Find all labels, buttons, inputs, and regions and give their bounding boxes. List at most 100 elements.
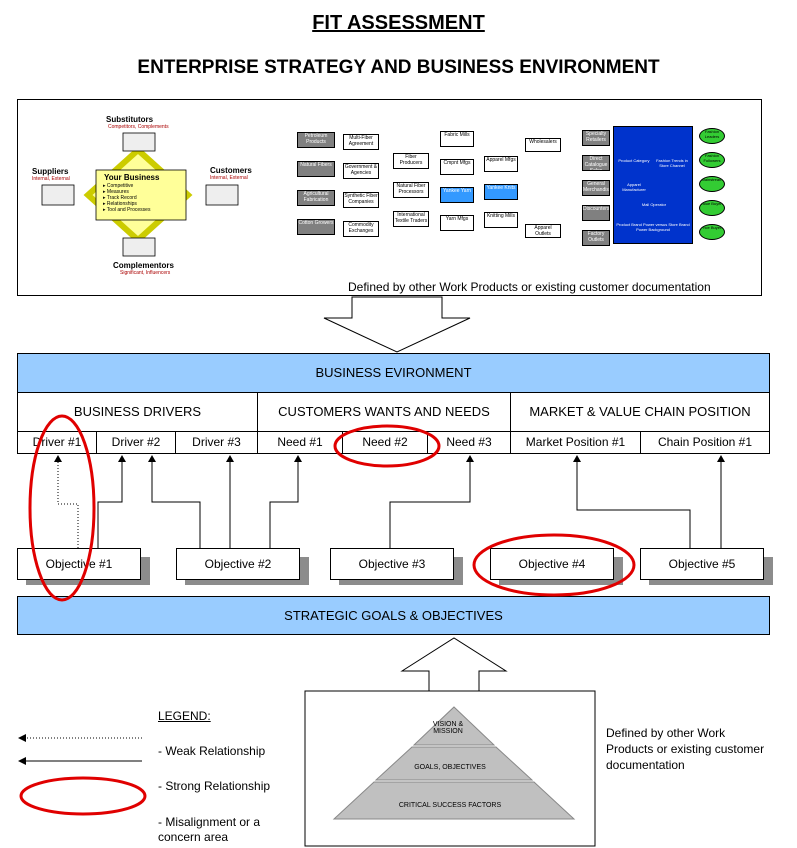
chain-source-box: Cotton Growers (297, 219, 335, 235)
pyramid-note: Defined by other Work Products or existi… (606, 726, 765, 772)
driver-1-cell: Driver #1 (17, 431, 97, 454)
chain-apparel-box: Knitting Mills (484, 212, 518, 228)
porter-diagram (41, 132, 239, 257)
link-obj4-market (573, 455, 691, 548)
weak-link-obj1-driver1 (54, 455, 79, 548)
your-business-list: ▸ Competitive▸ Measures▸ Track Record▸ R… (103, 183, 150, 213)
complementors-label: Complementors (113, 261, 174, 270)
legend-red-ellipse (19, 776, 147, 816)
chain-position-1-cell: Chain Position #1 (640, 431, 770, 454)
chain-influence-box: Government & Agencies (343, 163, 379, 179)
chain-processor-box: Fiber Producers (393, 153, 429, 169)
your-business-item: ▸ Tool and Processes (103, 207, 151, 213)
environment-panel (17, 99, 762, 296)
pyramid-vision-label: VISION & MISSION (432, 721, 464, 735)
page-subtitle: ENTERPRISE STRATEGY AND BUSINESS ENVIRON… (137, 57, 660, 78)
complementors-icon (122, 237, 156, 257)
chain-influence-box: Synthetic Fiber Companies (343, 192, 379, 208)
legend-weak: - Weak Relationship (158, 744, 266, 758)
objective-4-box: Objective #4 (490, 548, 614, 580)
environment-note: Defined by other Work Products or existi… (348, 280, 711, 294)
driver-2-cell: Driver #2 (96, 431, 176, 454)
chain-retail-box: Specialty Retailers (582, 130, 610, 146)
link-obj3-need3 (389, 455, 474, 548)
chain-segment-oval: Fashion Leaders (699, 128, 725, 144)
chain-wholesale-box: Apparel Outlets (525, 224, 561, 238)
legend-strong: - Strong Relationship (158, 779, 271, 793)
business-drivers-header: BUSINESS DRIVERS (17, 392, 258, 432)
chain-retail-box: Direct Catalogue Sales (582, 155, 610, 171)
legend-misalignment: - Misalignment or a concern area (158, 815, 261, 844)
pyramid-panel (304, 637, 596, 847)
chain-consumer-block (613, 126, 693, 244)
chain-retail-box: General Merchandisers (582, 180, 610, 196)
chain-processor-box: Natural Fiber Processors (393, 182, 429, 198)
pyramid-csf-label: CRITICAL SUCCESS FACTORS (398, 802, 502, 809)
customers-sub: Internal, External (210, 175, 248, 181)
chain-segment-oval: Value Buyers (699, 200, 725, 216)
chain-source-box: Agricultural Fabrication (297, 190, 335, 206)
objective-2-box: Objective #2 (176, 548, 300, 580)
up-arrow-icon (400, 637, 508, 692)
objective-5-box: Objective #5 (640, 548, 764, 580)
chain-mfg-box: Yarn Mfgs (440, 215, 474, 231)
your-business-item: ▸ Relationships (103, 201, 137, 207)
suppliers-icon (41, 184, 75, 206)
chain-consumer-label: Product Category (618, 158, 650, 163)
suppliers-sub: Internal, External (32, 176, 70, 182)
your-business-item: ▸ Track Record (103, 195, 137, 201)
page-title: FIT ASSESSMENT (312, 12, 485, 34)
chain-retail-box: Discounters (582, 205, 610, 221)
objective-1-box: Objective #1 (17, 548, 141, 580)
chain-mfg-box: Yankee Yarn (440, 187, 474, 203)
down-arrow-icon (323, 296, 471, 353)
pyramid-goals-label: GOALS, OBJECTIVES (414, 764, 486, 771)
legend-weak-arrowhead (18, 734, 26, 742)
market-position-header: MARKET & VALUE CHAIN POSITION (510, 392, 770, 432)
pyramid-middle (374, 746, 534, 781)
chain-influence-box: Multi-Fiber Agreement (343, 134, 379, 150)
chain-apparel-box: Yankee Knits (484, 184, 518, 200)
chain-segment-oval: Mainstream (699, 176, 725, 192)
market-position-1-cell: Market Position #1 (510, 431, 641, 454)
substitutors-label: Substitutors (106, 115, 154, 124)
chain-processor-box: International Textile Traders (393, 211, 429, 227)
chain-consumer-label: Fashion Trends in Store Channel (656, 158, 688, 168)
chain-mfg-box: Cmpnt Mfgs (440, 159, 474, 175)
chain-source-box: Natural Fibers (297, 161, 335, 177)
your-business-item: ▸ Competitive (103, 183, 134, 189)
chain-segment-oval: Fashion Followers (699, 152, 725, 168)
objective-3-box: Objective #3 (330, 548, 454, 580)
suppliers-label: Suppliers (32, 167, 69, 176)
customers-icon (205, 184, 239, 206)
customers-label: Customers (210, 166, 252, 175)
pyramid-top (412, 706, 496, 746)
chain-retail-box: Factory Outlets (582, 230, 610, 246)
legend-symbols (18, 734, 147, 816)
need-2-cell: Need #2 (342, 431, 428, 454)
driver-3-cell: Driver #3 (175, 431, 258, 454)
legend-title: LEGEND: (158, 709, 211, 723)
chain-mfg-box: Fabric Mills (440, 131, 474, 147)
complementors-sub: Significant, Influencers (120, 270, 171, 276)
link-obj2-driver2 (148, 455, 201, 548)
legend-strong-arrowhead (18, 757, 26, 765)
substitutors-icon (122, 132, 156, 152)
strategic-goals-bar: STRATEGIC GOALS & OBJECTIVES (17, 596, 770, 635)
chain-consumer-label: Product Brand Power versus Store Brand P… (616, 222, 690, 232)
customer-needs-header: CUSTOMERS WANTS AND NEEDS (257, 392, 511, 432)
your-business-title: Your Business (104, 173, 160, 182)
link-obj2-need1 (269, 455, 302, 548)
chain-influence-box: Commodity Exchanges (343, 221, 379, 237)
chain-wholesale-box: Wholesalers (525, 138, 561, 152)
chain-consumer-label: Apparel Manufacturer (622, 182, 646, 192)
chain-apparel-box: Apparel Mfgs (484, 156, 518, 172)
pyramid-bottom (332, 781, 576, 820)
chain-consumer-label: Mall Operator (641, 202, 667, 207)
need-1-cell: Need #1 (257, 431, 343, 454)
business-environment-bar: BUSINESS EVIRONMENT (17, 353, 770, 393)
your-business-box (95, 169, 187, 221)
chain-segment-oval: Price Buyers (699, 224, 725, 240)
need-3-cell: Need #3 (427, 431, 511, 454)
